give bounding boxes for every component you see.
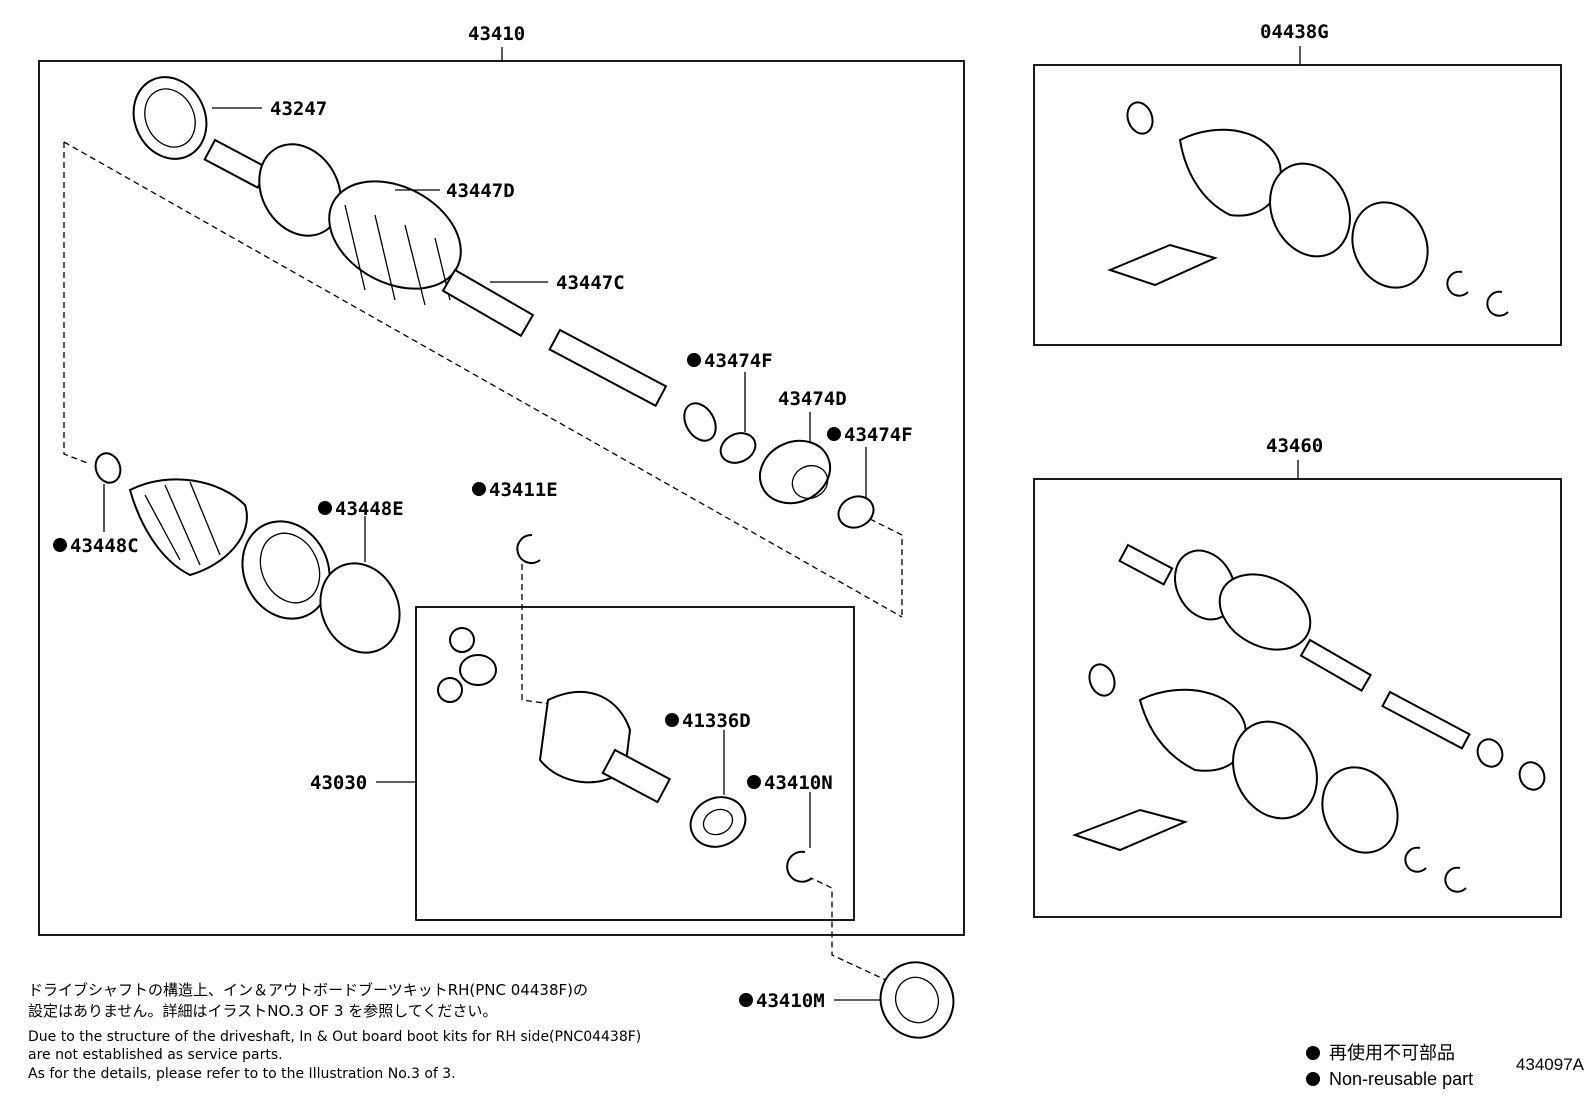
callout-43474D[interactable]: 43474D — [778, 388, 847, 410]
callout-43410M[interactable]: 43410M — [756, 990, 825, 1012]
callout-43410N[interactable]: 43410N — [764, 772, 833, 794]
callout-43411E[interactable]: 43411E — [489, 479, 558, 501]
boot-clamp-large-part[interactable] — [306, 550, 414, 665]
non-reusable-marker — [53, 538, 67, 552]
joint-housing-ring-part[interactable] — [227, 507, 345, 633]
assembly-guide-diagonal — [63, 141, 903, 618]
tripod-joint-part[interactable] — [437, 627, 497, 703]
non-reusable-marker — [687, 353, 701, 367]
oil-seal-43410M-part[interactable] — [868, 950, 965, 1049]
assembly-guide-bottom — [789, 867, 891, 983]
assembly-guide-left — [63, 142, 91, 465]
callout-43448E[interactable]: 43448E — [335, 498, 404, 520]
boot-kit-04438G-parts[interactable] — [1107, 99, 1509, 317]
group-box-43030 — [415, 606, 855, 921]
legend-jp-text: 再使用不可部品 — [1329, 1043, 1455, 1063]
assembly-guide-center — [521, 564, 611, 713]
dynamic-damper-part[interactable] — [750, 430, 841, 515]
legend-jp: 再使用不可部品 — [1306, 1040, 1455, 1066]
callout-43474F-1[interactable]: 43474F — [704, 350, 773, 372]
legend-en: Non-reusable part — [1306, 1066, 1473, 1092]
snap-ring-43410N-part[interactable] — [786, 850, 813, 883]
snap-ring-part[interactable] — [716, 428, 760, 469]
note-jp-line2: 設定はありません。詳細はイラストNO.3 OF 3 を参照してください。 — [28, 1002, 498, 1020]
group-box-43460 — [1033, 478, 1562, 918]
non-reusable-marker — [827, 427, 841, 441]
illustration-id: 434097A — [1515, 1055, 1584, 1074]
non-reusable-dot-icon — [1306, 1072, 1320, 1086]
inboard-joint-housing-part[interactable] — [538, 690, 672, 804]
snap-ring-43411E-part[interactable] — [516, 533, 541, 564]
assembly-guide-right — [851, 509, 903, 617]
callout-43447C[interactable]: 43447C — [556, 272, 625, 294]
callout-43447D[interactable]: 43447D — [446, 180, 515, 202]
group-label-04438G[interactable]: 04438G — [1260, 21, 1329, 43]
oil-seal-part[interactable] — [682, 788, 753, 855]
note-jp-line1: ドライブシャフトの構造上、イン＆アウトボードブーツキットRH(PNC 04438… — [28, 981, 588, 999]
non-reusable-marker — [739, 993, 753, 1007]
non-reusable-marker — [472, 482, 486, 496]
callout-43448C[interactable]: 43448C — [70, 535, 139, 557]
callout-43474F-2[interactable]: 43474F — [844, 424, 913, 446]
dust-deflector-part[interactable] — [121, 65, 220, 171]
non-reusable-marker — [747, 775, 761, 789]
group-label-43410[interactable]: 43410 — [468, 23, 525, 45]
note-en-line3: As for the details, please refer to to t… — [28, 1066, 456, 1082]
group-label-43030[interactable]: 43030 — [310, 772, 367, 794]
legend-en-text: Non-reusable part — [1329, 1069, 1474, 1089]
note-en-line1: Due to the structure of the driveshaft, … — [28, 1029, 642, 1045]
group-box-04438G — [1033, 64, 1562, 346]
snap-ring-part[interactable] — [833, 491, 878, 533]
callout-43247[interactable]: 43247 — [270, 98, 327, 120]
non-reusable-marker — [665, 713, 679, 727]
boot-clamp-small-part[interactable] — [92, 450, 125, 486]
non-reusable-marker — [318, 501, 332, 515]
inboard-boot-part[interactable] — [128, 478, 248, 577]
callout-41336D[interactable]: 41336D — [682, 710, 751, 732]
non-reusable-dot-icon — [1306, 1046, 1320, 1060]
outboard-joint-shaft-part[interactable] — [203, 129, 722, 446]
driveshaft-assembly-43460-parts[interactable] — [1072, 540, 1549, 893]
group-label-43460[interactable]: 43460 — [1266, 435, 1323, 457]
note-en-line2: are not established as service parts. — [28, 1047, 283, 1063]
